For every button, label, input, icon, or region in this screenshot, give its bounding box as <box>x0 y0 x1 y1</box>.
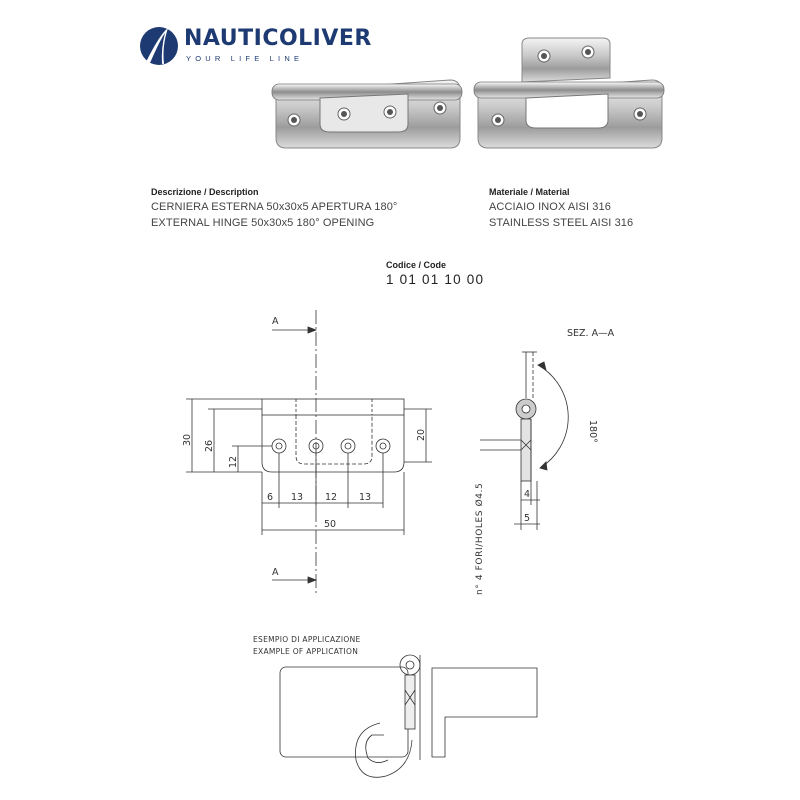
dim-leaf-height: 20 <box>416 429 427 441</box>
section-mark-top: A <box>272 316 279 327</box>
dim-height-total: 30 <box>182 434 193 446</box>
section-mark-bottom: A <box>272 567 279 578</box>
description-heading: Descrizione / Description <box>151 187 259 197</box>
application-hook <box>355 722 413 778</box>
application-panel-left <box>279 666 409 758</box>
dim-thickness-5: 5 <box>524 513 530 524</box>
application-knuckle <box>399 654 421 676</box>
description-italian: CERNIERA ESTERNA 50x30x5 APERTURA 180° <box>151 201 398 213</box>
product-code: 1 01 01 10 00 <box>386 272 485 287</box>
brand-logo: NAUTICOLIVER YOUR LIFE LINE <box>138 24 371 68</box>
material-italian: ACCIAIO INOX AISI 316 <box>489 201 611 213</box>
angle-label: 180° <box>587 420 598 443</box>
application-title-english: EXAMPLE OF APPLICATION <box>253 647 358 656</box>
brand-name: NAUTICOLIVER <box>184 26 372 51</box>
dim-thickness-4: 4 <box>524 489 530 500</box>
sail-logo-icon <box>140 27 178 65</box>
hinge-closed-photo <box>271 79 463 149</box>
section-title: SEZ. A—A <box>567 328 615 339</box>
technical-drawing: A A SEZ. A—A 180° n° 4 FORI/HOLES Ø4.5 3… <box>182 310 615 778</box>
application-panel-right <box>431 667 538 758</box>
material-heading: Materiale / Material <box>489 187 570 197</box>
brand-tagline: YOUR LIFE LINE <box>186 54 304 63</box>
hinge-open-photo <box>473 37 665 149</box>
dim-seg-4: 13 <box>359 492 371 503</box>
dim-seg-2: 13 <box>291 492 303 503</box>
section-leaf <box>520 418 532 482</box>
holes-label: n° 4 FORI/HOLES Ø4.5 <box>474 483 485 595</box>
dim-height-inner: 26 <box>204 440 215 452</box>
dim-seg-1: 6 <box>267 492 273 503</box>
dim-seg-3: 12 <box>325 492 337 503</box>
opening-arc <box>537 364 569 469</box>
description-english: EXTERNAL HINGE 50x30x5 180° OPENING <box>151 217 375 229</box>
code-heading: Codice / Code <box>386 260 447 270</box>
dim-hole-height: 12 <box>228 456 239 468</box>
hinge-leaf-outline <box>261 415 405 473</box>
material-english: STAINLESS STEEL AISI 316 <box>489 217 634 229</box>
hinge-knuckle-outline <box>261 398 405 416</box>
application-title-italian: ESEMPIO DI APPLICAZIONE <box>253 635 361 644</box>
dim-width-total: 50 <box>324 519 336 530</box>
